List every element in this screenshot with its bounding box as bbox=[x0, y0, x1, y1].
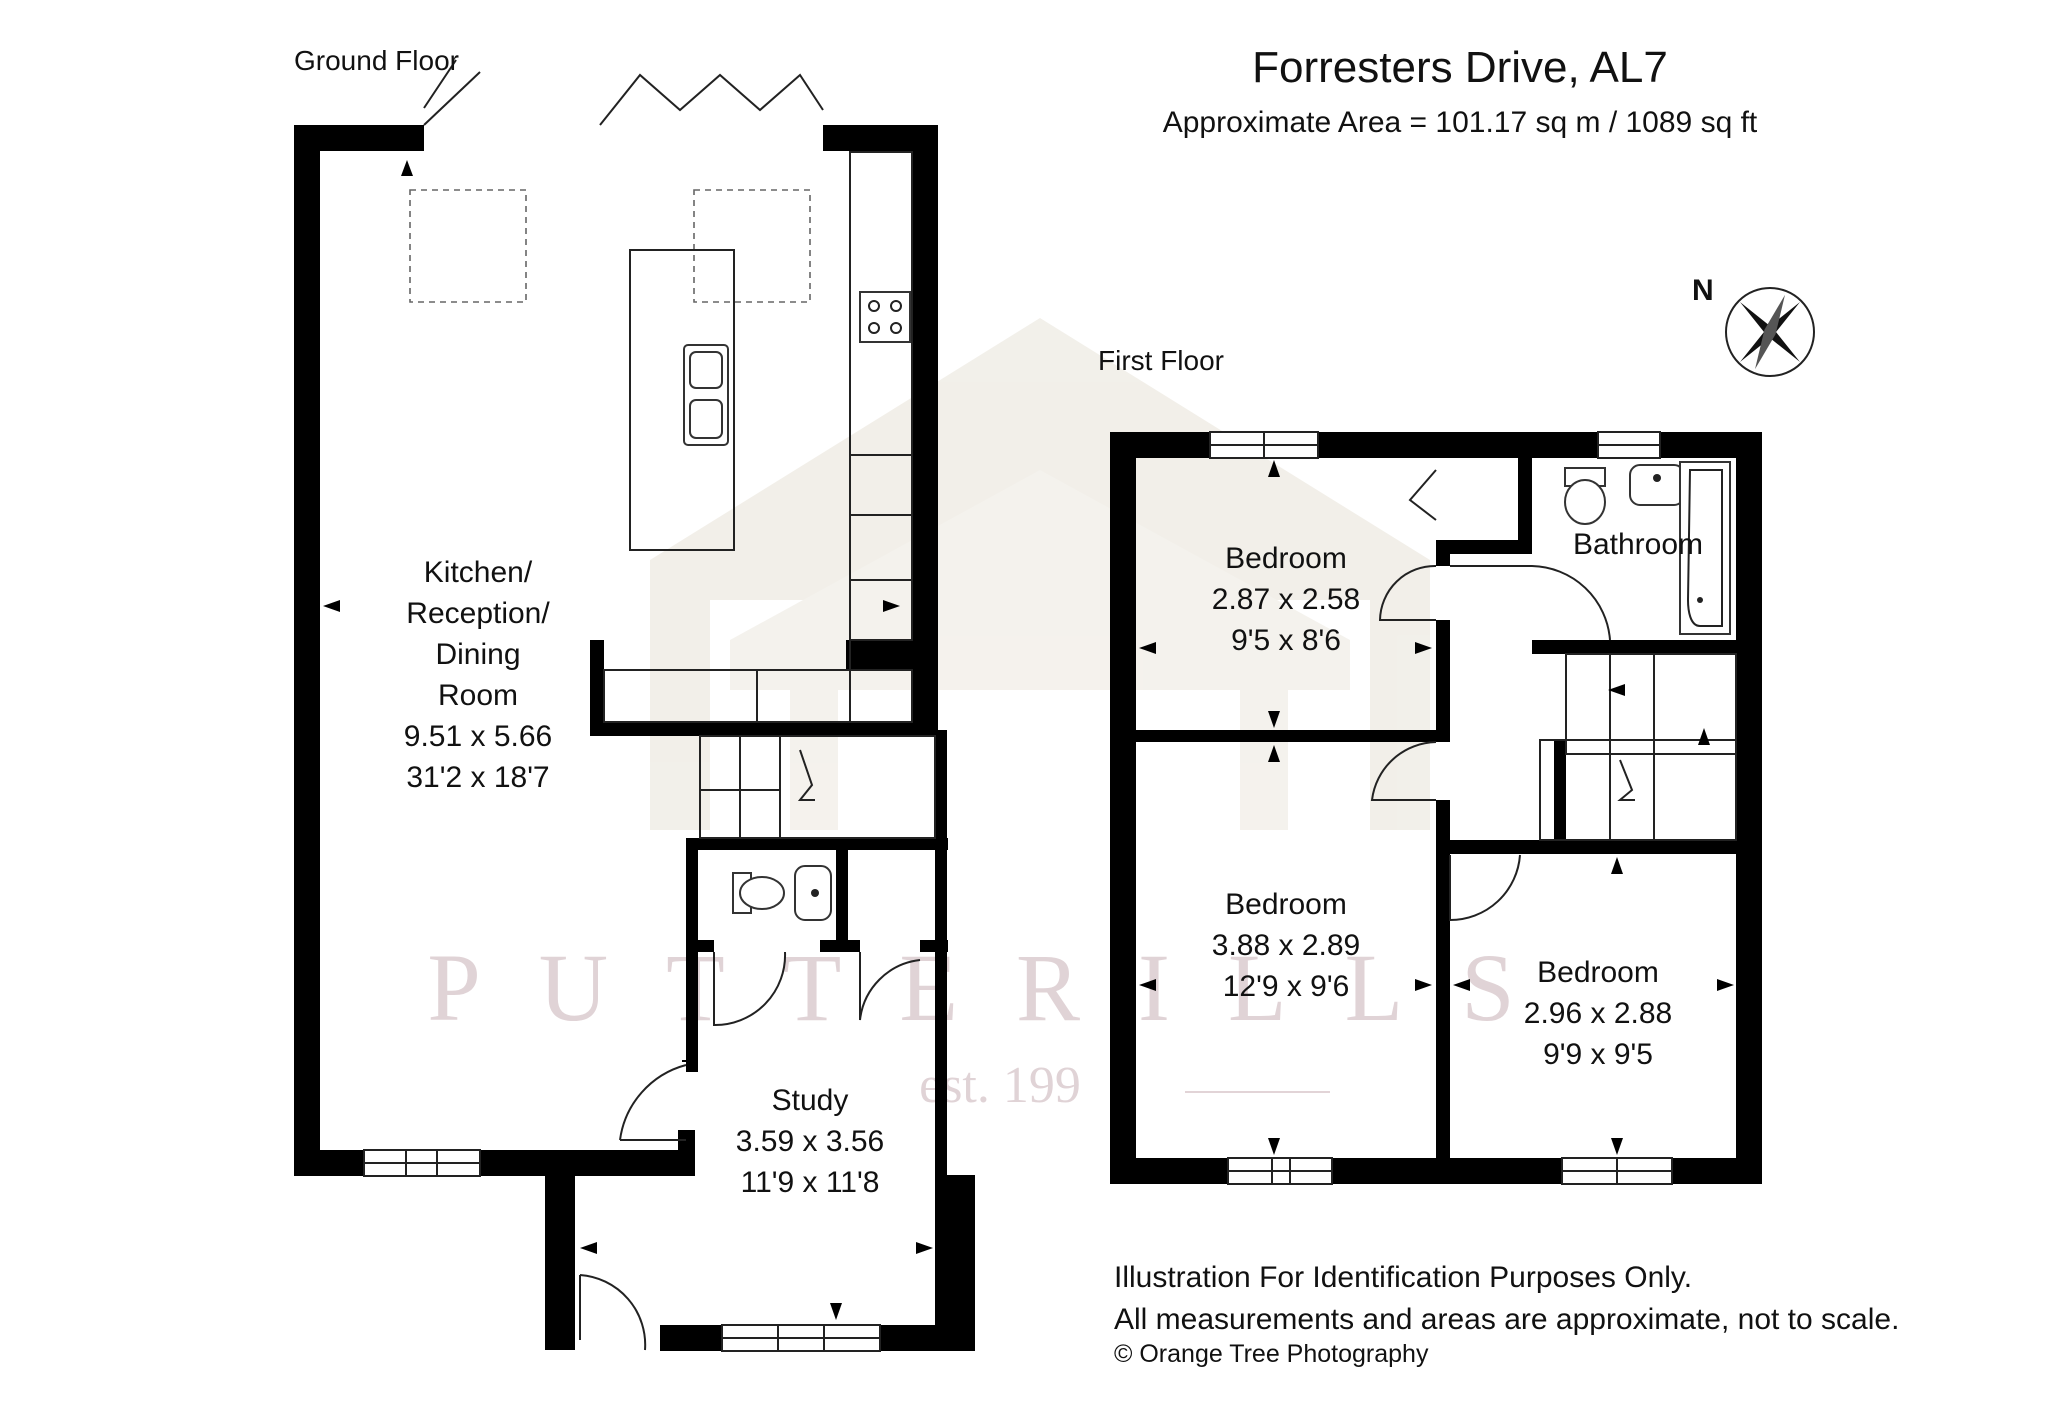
svg-text:Bedroom: Bedroom bbox=[1537, 956, 1659, 989]
room-label-bedroom-3: Bedroom 2.96 x 2.88 9'9 x 9'5 bbox=[1524, 956, 1672, 1071]
cupboard-door bbox=[1408, 469, 1437, 521]
arrow-icon bbox=[1717, 979, 1734, 991]
arrow-icon bbox=[1268, 711, 1280, 728]
watermark-text: PUTTERILLS bbox=[427, 934, 1572, 1041]
disclaimer-line-2: All measurements and areas are approxima… bbox=[1114, 1303, 1899, 1336]
arrow-icon bbox=[1268, 460, 1280, 477]
svg-text:31'2 x 18'7: 31'2 x 18'7 bbox=[406, 761, 549, 794]
study-door bbox=[619, 1064, 687, 1141]
svg-text:Kitchen/: Kitchen/ bbox=[424, 556, 533, 589]
disclaimer-line-1: Illustration For Identification Purposes… bbox=[1114, 1261, 1692, 1294]
compass-icon bbox=[1725, 287, 1815, 377]
svg-text:9.51 x 5.66: 9.51 x 5.66 bbox=[404, 720, 552, 753]
svg-text:Bathroom: Bathroom bbox=[1573, 528, 1703, 561]
svg-text:11'9 x 11'8: 11'9 x 11'8 bbox=[741, 1166, 880, 1199]
arrow-icon bbox=[1415, 642, 1432, 654]
kitchen-island bbox=[629, 249, 735, 551]
wc-door bbox=[713, 951, 787, 1027]
approximate-area: Approximate Area = 101.17 sq m / 1089 sq… bbox=[1163, 106, 1758, 139]
bedroom-door bbox=[1378, 564, 1437, 621]
svg-text:Study: Study bbox=[772, 1084, 849, 1117]
toilet-icon bbox=[732, 872, 785, 914]
bedroom-door bbox=[1370, 741, 1437, 801]
arrow-icon bbox=[401, 160, 413, 176]
arrow-icon bbox=[916, 1242, 933, 1254]
room-label-bathroom: Bathroom bbox=[1573, 528, 1703, 561]
room-label-kitchen-reception-dining: Kitchen/ Reception/ Dining Room 9.51 x 5… bbox=[404, 556, 552, 794]
kitchen-worktop bbox=[849, 151, 913, 641]
room-label-study: Study 3.59 x 3.56 11'9 x 11'8 bbox=[736, 1084, 884, 1199]
ground-floor-plan bbox=[294, 59, 975, 1352]
basin-icon bbox=[794, 865, 832, 921]
arrow-icon bbox=[323, 600, 340, 612]
window bbox=[1597, 431, 1661, 459]
copyright: © Orange Tree Photography bbox=[1114, 1340, 1429, 1368]
watermark-house-logo bbox=[650, 318, 1430, 830]
svg-text:Reception/: Reception/ bbox=[406, 597, 550, 630]
room-label-bedroom-1: Bedroom 2.87 x 2.58 9'5 x 8'6 bbox=[1212, 542, 1360, 657]
svg-text:2.87 x 2.58: 2.87 x 2.58 bbox=[1212, 583, 1360, 616]
front-door bbox=[579, 1274, 647, 1351]
svg-text:3.59 x 3.56: 3.59 x 3.56 bbox=[736, 1125, 884, 1158]
window bbox=[1209, 431, 1319, 459]
rooflight bbox=[409, 189, 527, 303]
ground-floor-label: Ground Floor bbox=[294, 45, 459, 76]
arrow-icon bbox=[580, 1242, 597, 1254]
svg-text:Dining: Dining bbox=[435, 638, 520, 671]
basin-icon bbox=[1629, 464, 1685, 506]
arrow-icon bbox=[883, 600, 900, 612]
arrow-icon bbox=[1139, 642, 1156, 654]
svg-text:Room: Room bbox=[438, 679, 518, 712]
window bbox=[1561, 1157, 1673, 1185]
arrow-icon bbox=[1453, 979, 1470, 991]
hob-icon bbox=[859, 291, 911, 343]
svg-text:Bedroom: Bedroom bbox=[1225, 888, 1347, 921]
svg-text:9'5 x 8'6: 9'5 x 8'6 bbox=[1231, 624, 1341, 657]
svg-text:3.88 x 2.89: 3.88 x 2.89 bbox=[1212, 929, 1360, 962]
window bbox=[363, 1149, 481, 1177]
first-floor-plan bbox=[1110, 431, 1762, 1185]
room-label-bedroom-2: Bedroom 3.88 x 2.89 12'9 x 9'6 bbox=[1212, 888, 1360, 1003]
toilet-icon bbox=[1564, 467, 1606, 525]
sink-icon bbox=[683, 344, 729, 446]
window bbox=[721, 1324, 881, 1352]
svg-text:Bedroom: Bedroom bbox=[1225, 542, 1347, 575]
arrow-icon bbox=[1268, 1138, 1280, 1155]
staircase bbox=[699, 735, 936, 839]
window bbox=[1227, 1157, 1333, 1185]
svg-text:12'9 x 9'6: 12'9 x 9'6 bbox=[1223, 970, 1350, 1003]
compass-north-label: N bbox=[1692, 274, 1714, 307]
bedroom-door bbox=[1449, 854, 1521, 922]
first-floor-label: First Floor bbox=[1098, 345, 1224, 376]
cupboard-door bbox=[859, 952, 921, 1021]
rooflight bbox=[693, 189, 811, 303]
arrow-icon bbox=[1415, 979, 1432, 991]
arrow-icon bbox=[830, 1303, 842, 1320]
bath-icon bbox=[1679, 461, 1731, 635]
arrow-icon bbox=[1139, 979, 1156, 991]
arrow-icon bbox=[1611, 857, 1623, 874]
entry-door-swing bbox=[423, 71, 481, 126]
arrow-icon bbox=[1268, 745, 1280, 762]
bifold-door bbox=[599, 73, 824, 126]
arrow-icon bbox=[1611, 1138, 1623, 1155]
svg-text:2.96 x 2.88: 2.96 x 2.88 bbox=[1524, 997, 1672, 1030]
property-title: Forresters Drive, AL7 bbox=[1252, 43, 1668, 92]
staircase bbox=[1539, 653, 1737, 841]
bathroom-door bbox=[1450, 565, 1611, 641]
svg-text:9'9 x 9'5: 9'9 x 9'5 bbox=[1543, 1038, 1653, 1071]
